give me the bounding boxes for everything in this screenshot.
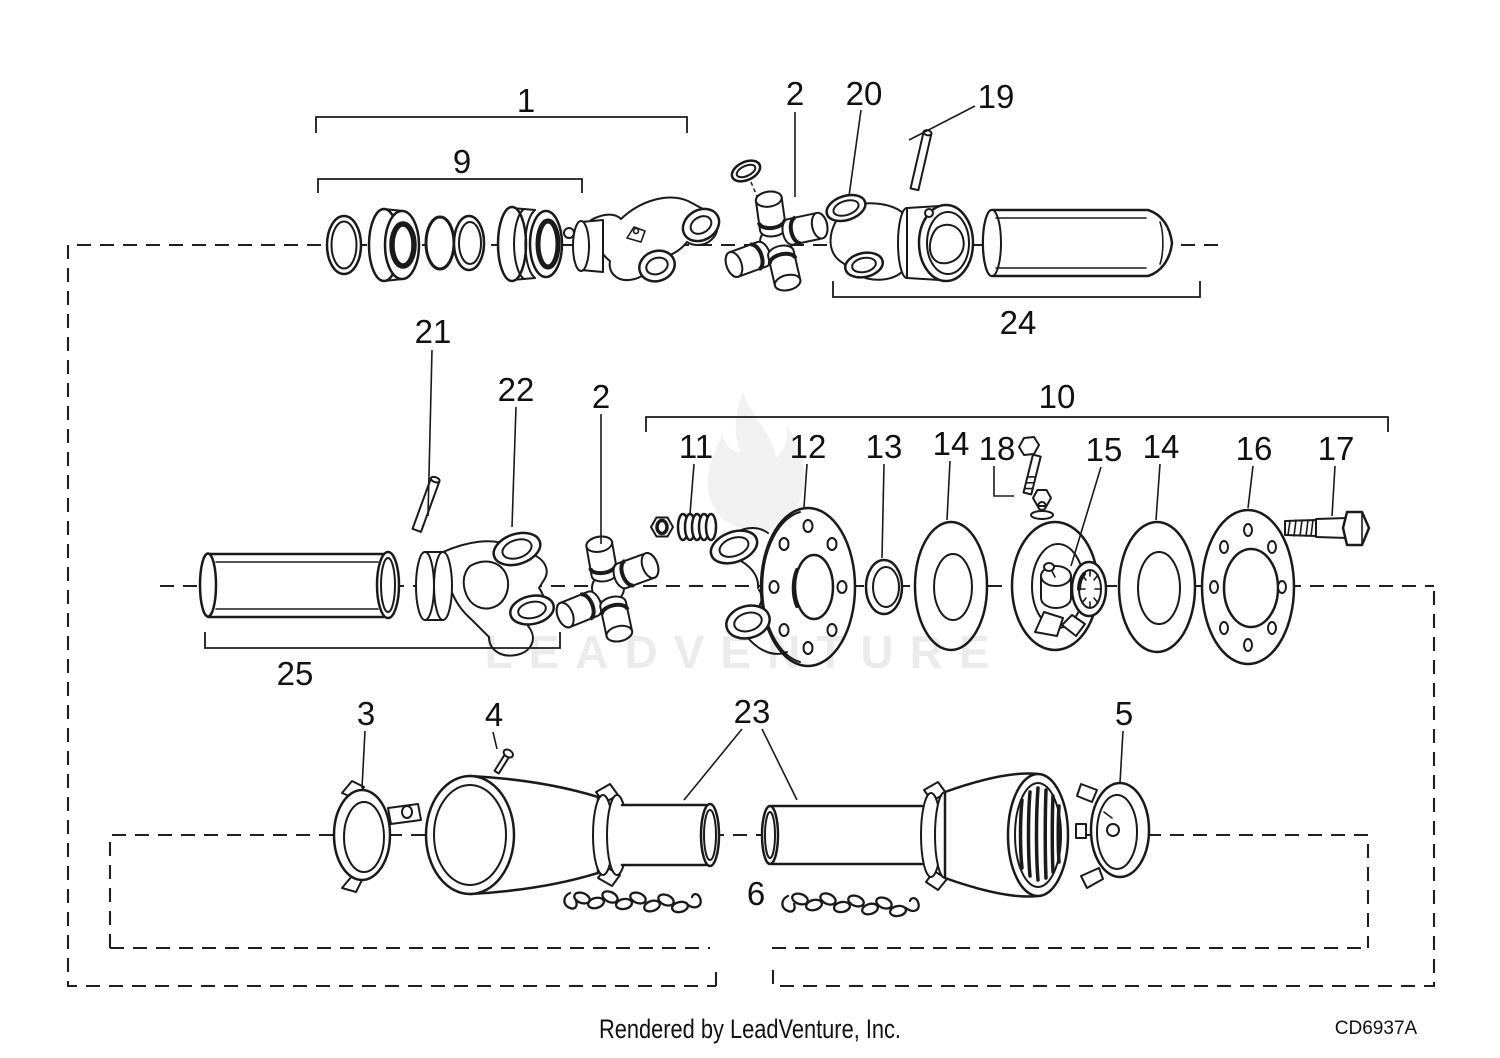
leader-16: [1247, 465, 1254, 509]
part-snap-ring: [325, 214, 363, 276]
leader-22: [511, 406, 517, 528]
assembly-bottom-shield: [332, 748, 1151, 918]
callout-21: 21: [415, 313, 452, 350]
footer-credit: Rendered by LeadVenture, Inc.: [599, 1014, 901, 1044]
callout-6: 6: [747, 875, 765, 912]
part-bolt-17: [1284, 510, 1371, 547]
footer: Rendered by LeadVenture, Inc. CD6937A: [599, 1014, 1418, 1044]
assembly-middle-right: [650, 436, 1371, 668]
leader-15: [1070, 466, 1102, 567]
part-spring-11: [676, 512, 718, 542]
part-roll-pin-19: [909, 129, 933, 192]
part-drive-shaft-25: [198, 550, 401, 620]
leader-20: [848, 109, 862, 197]
part-safety-chain-right: [781, 892, 920, 918]
part-shield-clamp-5: [1075, 781, 1151, 889]
part-shield-clamp-3: [332, 780, 422, 893]
watermark: LEADVENTURE: [484, 392, 1005, 678]
callout-23: 23: [734, 693, 771, 730]
callout-16: 16: [1236, 430, 1273, 467]
callout-5: 5: [1115, 695, 1133, 732]
bracket-group-1: [315, 116, 688, 133]
leader-23-right: [761, 728, 798, 801]
callout-10: 10: [1039, 378, 1076, 415]
callout-25: 25: [277, 655, 314, 692]
leader-4: [492, 731, 498, 750]
assembly-middle-left: [198, 475, 664, 657]
assembly-top-half-shaft: [325, 129, 1174, 295]
part-yoke-tube-sleeve: [825, 193, 975, 283]
bracket-group-9: [317, 178, 583, 193]
callout-17: 17: [1318, 430, 1355, 467]
part-clutch-hub-15: [1010, 520, 1108, 652]
watermark-text: LEADVENTURE: [484, 626, 1005, 678]
bracket-group-10: [645, 416, 1389, 432]
part-ring-13: [864, 558, 904, 616]
part-shield-cone-left: [424, 774, 628, 896]
part-flange-yoke-12: [709, 506, 857, 668]
leader-11: [689, 463, 695, 515]
callout-4: 4: [485, 696, 503, 733]
leader-12: [803, 463, 808, 508]
part-friction-disc-14-left: [913, 520, 989, 652]
part-cross-journal-top: [720, 187, 832, 295]
leader-3: [361, 730, 366, 789]
part-friction-disc-14-right: [1117, 520, 1197, 654]
leader-5: [1119, 730, 1124, 784]
callout-24: 24: [1000, 304, 1037, 341]
part-retaining-rings: [424, 214, 486, 272]
callout-18: 18: [979, 430, 1016, 467]
bracket-group-24: [832, 281, 1201, 298]
part-drive-tube-24: [981, 208, 1174, 278]
callout-20: 20: [846, 75, 883, 112]
callout-3: 3: [357, 695, 375, 732]
bracket-group-25: [204, 632, 561, 649]
callout-2-mid: 2: [592, 378, 610, 415]
callout-15: 15: [1086, 431, 1123, 468]
part-shield-tube-right: [760, 804, 925, 866]
part-screw-4: [493, 748, 514, 775]
callout-11: 11: [679, 428, 713, 465]
brackets-and-leaders: [204, 105, 1389, 801]
part-pressure-plate-16: [1200, 508, 1296, 666]
callout-1: 1: [517, 82, 535, 119]
callout-2-top: 2: [786, 75, 804, 112]
part-cross-journal-mid: [551, 532, 664, 646]
part-shield-cone-right: [920, 772, 1070, 898]
callout-19: 19: [978, 78, 1015, 115]
leader-13: [881, 463, 885, 559]
part-locknut-11: [650, 516, 674, 538]
part-shield-tube-left: [617, 802, 721, 868]
leader-23-left: [683, 728, 743, 801]
leader-14-right: [1155, 463, 1161, 521]
part-safety-chain-left: [563, 890, 702, 914]
part-bearing-cup: [367, 207, 421, 283]
callout-9: 9: [453, 143, 471, 180]
callouts: 1 9 2 20 19 24 21 22 2 10 11 12 13 14 18…: [277, 75, 1355, 912]
part-yoke-22: [415, 531, 555, 657]
part-roll-pin-21: [411, 475, 441, 533]
part-bolt-18: [1018, 436, 1054, 520]
callout-12: 12: [790, 428, 827, 465]
callout-13: 13: [866, 428, 903, 465]
callout-14-right: 14: [1143, 428, 1180, 465]
leader-19: [908, 105, 976, 141]
leader-17: [1331, 465, 1336, 517]
leader-14-left: [946, 460, 951, 521]
leader-18: [993, 466, 1014, 497]
part-seal-bearing: [496, 205, 564, 283]
part-lock-ring: [730, 159, 762, 202]
watermark-flame-icon: [707, 392, 805, 531]
leader-21: [427, 349, 433, 517]
callout-22: 22: [498, 371, 535, 408]
diagram-code: CD6937A: [1335, 1018, 1418, 1039]
part-inboard-yoke: [572, 196, 721, 283]
callout-14-left: 14: [933, 425, 970, 462]
